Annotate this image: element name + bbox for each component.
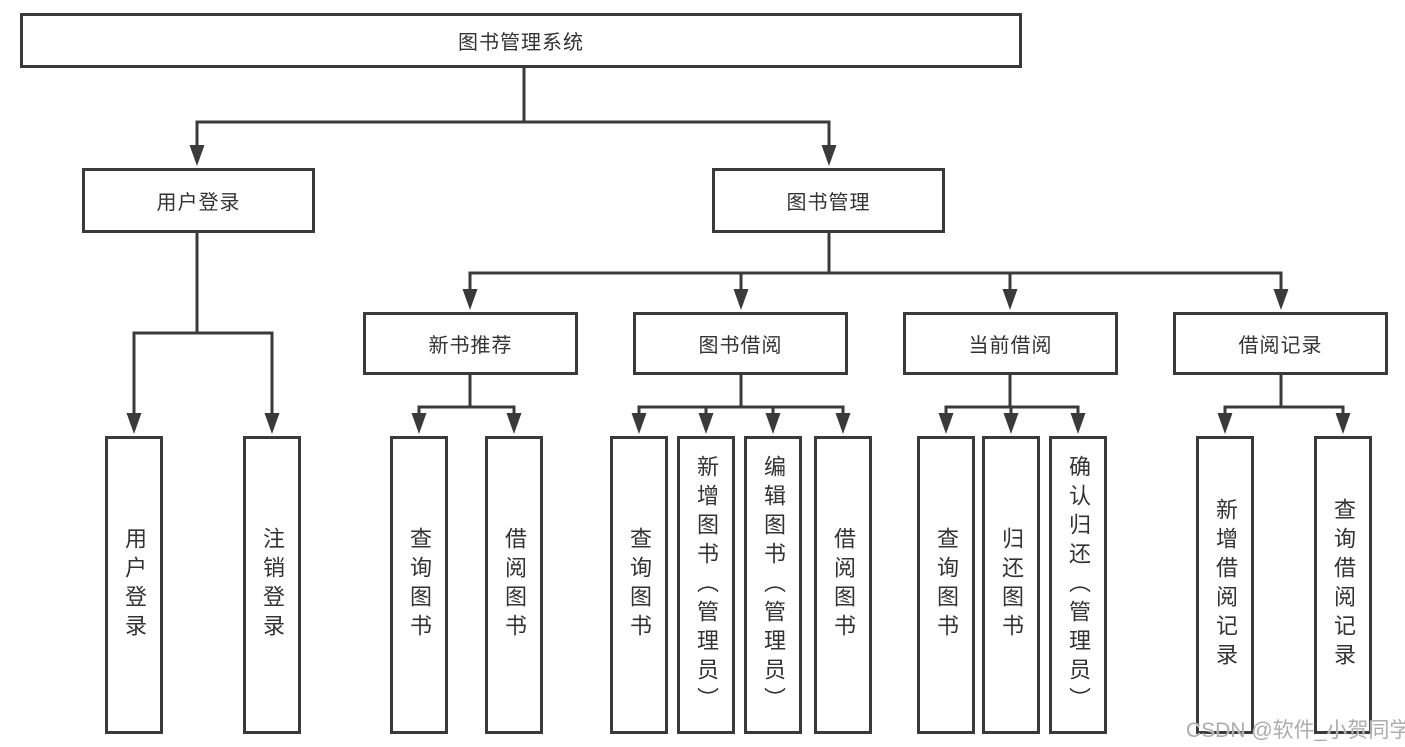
leaf-add-books-admin: 新增图书（管理员） [677, 436, 735, 734]
leaf-add-borrow-record: 新增借阅记录 [1196, 436, 1254, 734]
leaf-add-books-admin-label: 新增图书（管理员） [694, 454, 719, 716]
leaf-edit-books-admin-label: 编辑图书（管理员） [761, 454, 786, 716]
node-user-login: 用户登录 [82, 168, 315, 233]
leaf-logout: 注销登录 [243, 436, 301, 734]
node-book-management: 图书管理 [712, 168, 945, 233]
leaf-user-login: 用户登录 [105, 436, 163, 734]
node-library-system: 图书管理系统 [20, 13, 1022, 68]
leaf-borrow-books-borrowing: 借阅图书 [814, 436, 872, 734]
leaf-logout-label: 注销登录 [260, 527, 285, 643]
node-current-borrowing: 当前借阅 [903, 312, 1118, 375]
leaf-confirm-return-admin: 确认归还（管理员） [1049, 436, 1107, 734]
node-book-borrowing: 图书借阅 [633, 312, 848, 375]
node-borrowing-records: 借阅记录 [1173, 312, 1388, 375]
leaf-user-login-label: 用户登录 [122, 527, 147, 643]
leaf-edit-books-admin: 编辑图书（管理员） [744, 436, 802, 734]
leaf-query-books-borrowing: 查询图书 [610, 436, 668, 734]
leaf-add-borrow-record-label: 新增借阅记录 [1213, 498, 1238, 672]
node-new-book-recommendation: 新书推荐 [363, 312, 578, 375]
leaf-return-books-label: 归还图书 [999, 527, 1024, 643]
leaf-confirm-return-admin-label: 确认归还（管理员） [1066, 454, 1091, 716]
leaf-query-borrow-record-label: 查询借阅记录 [1331, 498, 1356, 672]
leaf-query-books-borrowing-label: 查询图书 [627, 527, 652, 643]
leaf-query-books-recommend: 查询图书 [390, 436, 448, 734]
leaf-borrow-books-borrowing-label: 借阅图书 [831, 527, 856, 643]
leaf-query-books-recommend-label: 查询图书 [407, 527, 432, 643]
csdn-watermark: CSDN @软件_小贺同学 [1186, 719, 1405, 742]
leaf-borrow-books-recommend: 借阅图书 [485, 436, 543, 734]
leaf-borrow-books-recommend-label: 借阅图书 [502, 527, 527, 643]
leaf-query-borrow-record: 查询借阅记录 [1314, 436, 1372, 734]
leaf-query-books-current: 查询图书 [917, 436, 975, 734]
leaf-return-books: 归还图书 [982, 436, 1040, 734]
leaf-query-books-current-label: 查询图书 [934, 527, 959, 643]
